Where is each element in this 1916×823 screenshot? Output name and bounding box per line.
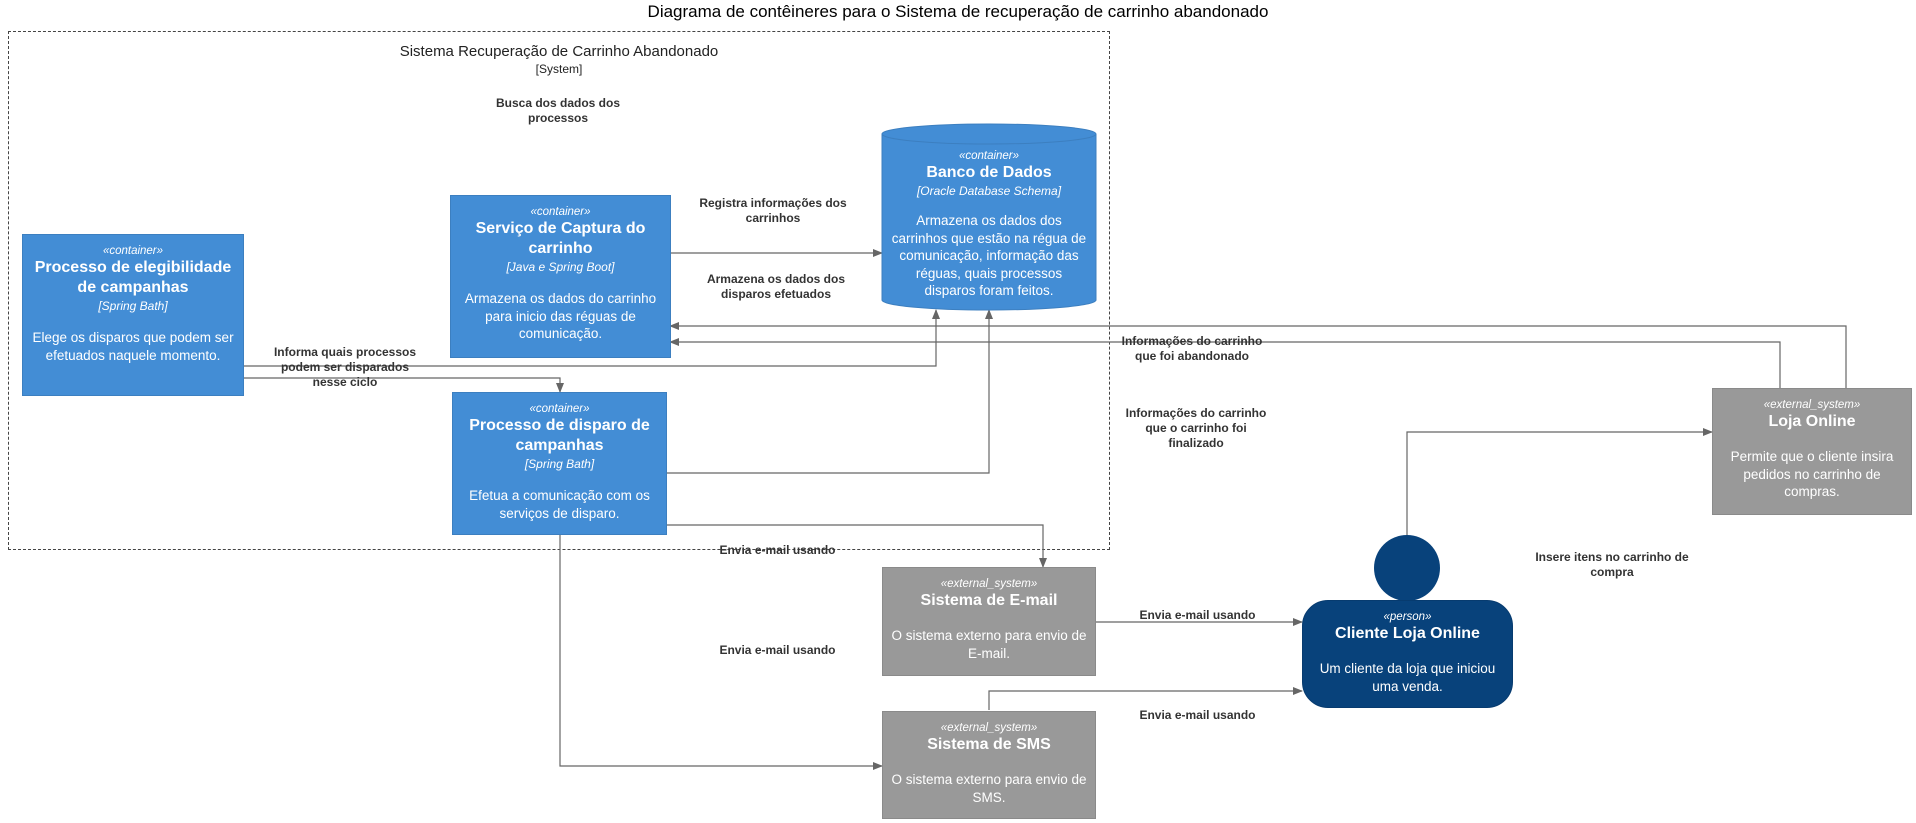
edge-elegibilidade-banco (244, 309, 940, 367)
stereotype-label: «external_system» (1763, 399, 1861, 411)
node-loja-online[interactable]: «external_system» Loja Online Permite qu… (1712, 388, 1912, 515)
edge-label-registra: Registra informações dos carrinhos (699, 196, 847, 225)
node-description: Um cliente da loja que iniciou uma venda… (1319, 661, 1496, 694)
node-tech: [Java e Spring Boot] (506, 260, 615, 274)
edge-disparo-email (667, 524, 1047, 568)
edge-label-envia-email-3: Envia e-mail usando (1139, 608, 1256, 622)
edge-label-info-abandonado: Informações do carrinho que foi abandona… (1121, 334, 1263, 363)
node-tech: [Oracle Database Schema] (916, 184, 1062, 198)
stereotype-label: «container» (530, 206, 591, 218)
edge-label-envia-email-2: Envia e-mail usando (719, 643, 836, 657)
edge-sms-cliente (988, 687, 1303, 710)
node-name: Serviço de Captura do carrinho (475, 220, 646, 257)
edge-disparo-banco (667, 309, 993, 474)
node-captura[interactable]: «container» Serviço de Captura do carrin… (450, 195, 671, 358)
node-name: Sistema de SMS (927, 736, 1051, 753)
edge-label-informa: Informa quais processos podem ser dispar… (273, 345, 417, 389)
node-description: Armazena os dados dos carrinhos que estã… (891, 213, 1087, 298)
node-elegibilidade[interactable]: «container» Processo de elegibilidade de… (22, 234, 244, 396)
edge-loja-captura-abandonado (669, 338, 1781, 388)
stereotype-label: «external_system» (940, 722, 1038, 734)
node-name: Cliente Loja Online (1335, 625, 1480, 642)
stereotype-label: «external_system» (940, 578, 1038, 590)
node-name: Loja Online (1768, 413, 1856, 430)
edge-cliente-loja (1406, 428, 1713, 536)
node-description: O sistema externo para envio de E-mail. (891, 628, 1087, 661)
edge-label-envia-email-1: Envia e-mail usando (719, 543, 836, 557)
edge-label-info-finalizado: Informações do carrinho que o carrinho f… (1125, 406, 1267, 450)
edge-elegibilidade-disparo (244, 377, 564, 393)
edge-disparo-sms (559, 535, 883, 770)
node-banco[interactable]: «container» Banco de Dados [Oracle Datab… (882, 150, 1096, 300)
database-cylinder (881, 123, 1097, 311)
node-cliente[interactable]: «person» Cliente Loja Online Um cliente … (1302, 600, 1513, 708)
node-disparo[interactable]: «container» Processo de disparo de campa… (452, 392, 667, 535)
node-email[interactable]: «external_system» Sistema de E-mail O si… (882, 567, 1096, 676)
node-sms[interactable]: «external_system» Sistema de SMS O siste… (882, 711, 1096, 819)
edge-label-insere: Insere itens no carrinho de compra (1535, 550, 1689, 579)
edge-label-busca: Busca dos dados dos processos (495, 96, 621, 125)
stereotype-label: «container» (102, 245, 164, 257)
node-tech: [Spring Bath] (98, 299, 168, 313)
edge-loja-captura-finalizado (669, 322, 1847, 388)
node-name: Processo de elegibilidade de campanhas (34, 259, 232, 296)
edge-label-armazena: Armazena os dados dos disparos efetuados (706, 272, 846, 301)
stereotype-label: «container» (529, 403, 590, 415)
boundary-type: [System] (535, 62, 583, 76)
person-head-icon (1374, 535, 1440, 601)
node-name: Sistema de E-mail (920, 592, 1058, 609)
node-tech: [Spring Bath] (524, 457, 595, 471)
stereotype-label: «container» (958, 150, 1020, 162)
boundary-title: Sistema Recuperação de Carrinho Abandona… (399, 43, 719, 60)
node-description: Permite que o cliente insira pedidos no … (1730, 449, 1894, 499)
node-description: O sistema externo para envio de SMS. (891, 772, 1087, 805)
system-boundary (8, 31, 1110, 550)
edge-label-envia-email-4: Envia e-mail usando (1139, 708, 1256, 722)
diagram-title: Diagrama de contêineres para o Sistema d… (647, 2, 1269, 21)
node-description: Efetua a comunicação com os serviços de … (469, 488, 650, 521)
node-name: Processo de disparo de campanhas (469, 417, 650, 454)
node-description: Elege os disparos que podem ser efetuado… (32, 330, 234, 363)
node-name: Banco de Dados (926, 164, 1052, 181)
stereotype-label: «person» (1383, 611, 1432, 623)
node-description: Armazena os dados do carrinho para inici… (464, 291, 657, 341)
